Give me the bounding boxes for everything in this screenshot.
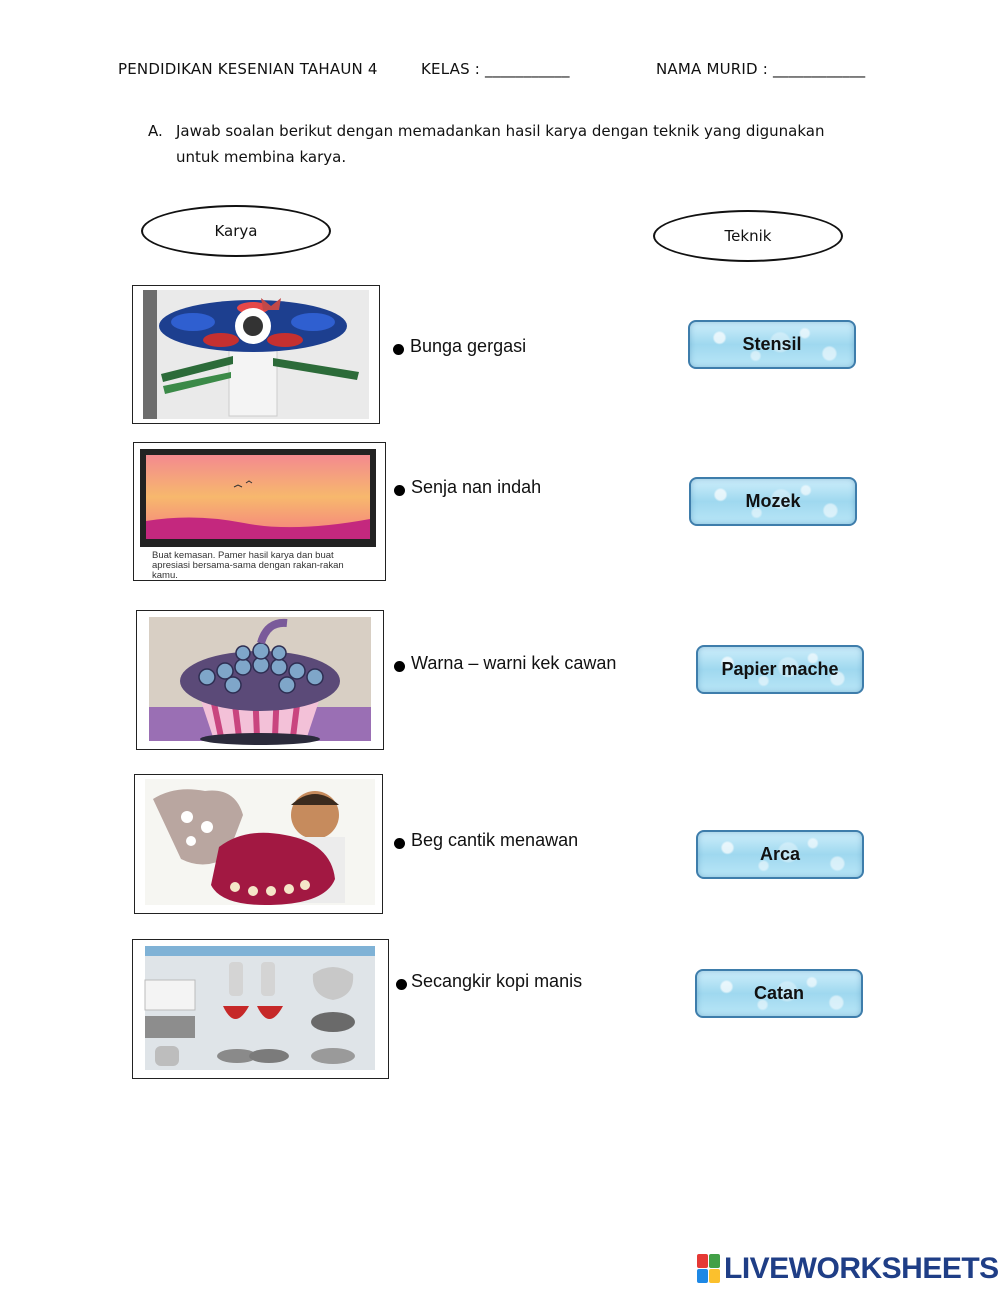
- artwork-image-kek-cawan: [136, 610, 384, 750]
- flower-picture: [143, 290, 369, 419]
- match-dot-4[interactable]: [394, 838, 405, 849]
- bag-picture: [145, 779, 375, 905]
- artwork-label-2: Senja nan indah: [411, 477, 542, 497]
- technique-button-mozek[interactable]: Mozek: [689, 477, 857, 526]
- match-dot-3[interactable]: [394, 661, 405, 672]
- instruction-number: A.: [148, 122, 163, 140]
- match-dot-5[interactable]: [396, 979, 407, 990]
- liveworksheets-logo-mark: [697, 1254, 721, 1284]
- liveworksheets-logo: LIVEWORKSHEETS: [697, 1252, 999, 1286]
- cup-steps-picture: [144, 946, 375, 1070]
- match-dot-2[interactable]: [394, 485, 405, 496]
- artwork-label-1: Bunga gergasi: [410, 336, 527, 356]
- sunset-picture: [140, 449, 376, 547]
- technique-button-papier-mache[interactable]: Papier mache: [696, 645, 864, 694]
- teknik-column-header: Teknik: [653, 210, 843, 262]
- sunset-caption: Buat kemasan. Pamer hasil karya dan buat…: [152, 550, 344, 581]
- karya-column-header: Karya: [141, 205, 331, 257]
- student-name-field[interactable]: NAMA MURID : ____________: [656, 60, 866, 78]
- instruction-text: Jawab soalan berikut dengan memadankan h…: [176, 122, 825, 166]
- liveworksheets-brand-text: LIVEWORKSHEETS: [724, 1252, 999, 1285]
- cupcake-picture: [149, 617, 371, 745]
- class-field[interactable]: KELAS : ___________: [421, 60, 570, 78]
- artwork-image-senja-nan-indah: Buat kemasan. Pamer hasil karya dan buat…: [133, 442, 386, 581]
- artwork-image-bunga-gergasi: [132, 285, 380, 424]
- subject-title: PENDIDIKAN KESENIAN TAHAUN 4: [118, 60, 378, 78]
- technique-button-stensil[interactable]: Stensil: [688, 320, 856, 369]
- artwork-label-5: Secangkir kopi manis: [411, 971, 583, 991]
- artwork-label-4: Beg cantik menawan: [411, 830, 579, 850]
- artwork-image-secangkir-kopi: [132, 939, 389, 1079]
- artwork-label-3: Warna – warni kek cawan: [411, 653, 617, 673]
- artwork-image-beg-cantik: [134, 774, 383, 914]
- technique-button-catan[interactable]: Catan: [695, 969, 863, 1018]
- technique-button-arca[interactable]: Arca: [696, 830, 864, 879]
- match-dot-1[interactable]: [393, 344, 404, 355]
